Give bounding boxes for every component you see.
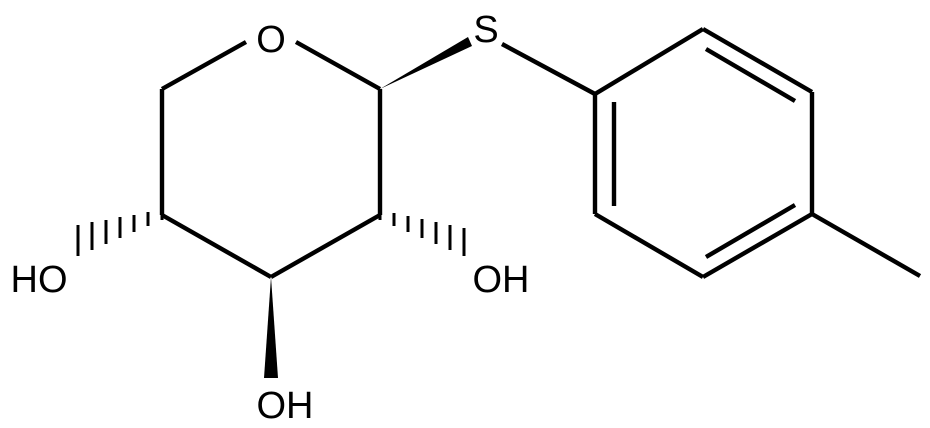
bond-s-aryl (500, 42, 597, 96)
bond-methyl (810, 212, 922, 278)
bond-c2-c3 (269, 213, 382, 279)
bond-o-c1 (294, 40, 382, 91)
atom-hydroxyl-left: HO (11, 259, 68, 301)
bond-c5-o (160, 40, 248, 91)
bond-c3-c4 (160, 213, 273, 279)
atom-hydroxyl-bottom: OH (257, 385, 314, 427)
aryl-bond-4 (701, 212, 814, 279)
atom-ring-oxygen: O (256, 19, 286, 61)
wedge-bond-c3-oh (264, 277, 278, 378)
aryl-bond-2 (701, 27, 814, 94)
atom-sulfur: S (473, 9, 498, 51)
aryl-inner-bond-c (704, 203, 797, 259)
pyranose-ring (159, 40, 383, 279)
tolyl-ring (592, 27, 815, 279)
aryl-bond-1 (593, 27, 705, 96)
hash-bond-c2-oh (378, 210, 466, 256)
hash-bond-c4-oh (76, 210, 164, 256)
aryl-inner-bond-b (704, 47, 797, 103)
wedge-bond-c1-s (380, 37, 472, 89)
aryl-bond-5 (593, 212, 705, 279)
atom-hydroxyl-right: OH (473, 259, 530, 301)
